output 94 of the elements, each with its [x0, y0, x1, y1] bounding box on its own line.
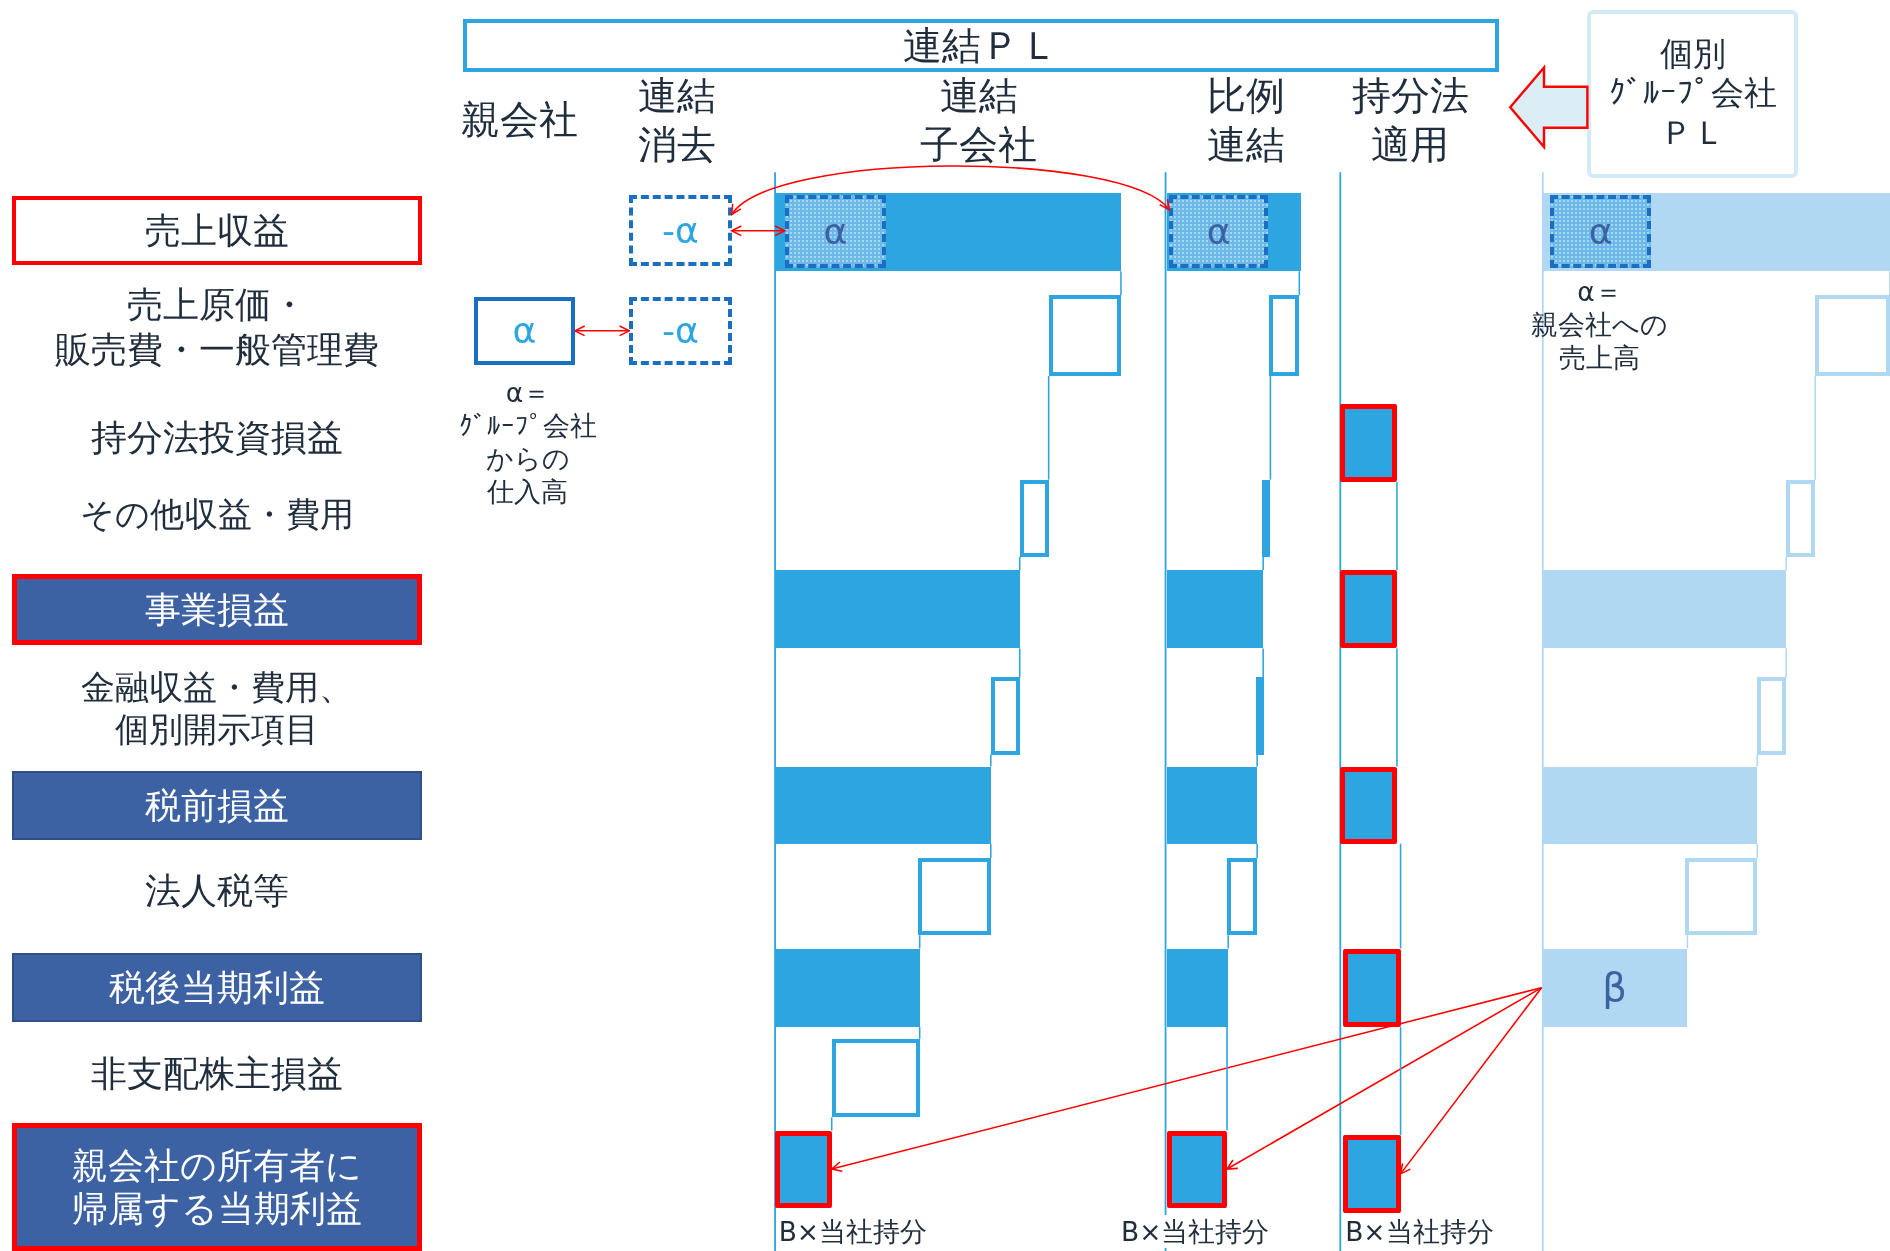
bar — [775, 570, 1020, 649]
connector-line — [1120, 270, 1122, 297]
title-box: 連結ＰＬ — [462, 19, 1500, 73]
bar — [1342, 948, 1401, 1027]
value-box: -α — [629, 195, 732, 267]
arrow — [830, 986, 1543, 1173]
row-box: 事業損益 — [12, 573, 422, 645]
connector-line — [830, 1116, 833, 1132]
value-box: α — [784, 195, 886, 268]
column-heading: 持分法適用 — [1350, 72, 1470, 169]
block-arrow — [1508, 64, 1589, 151]
panel-box: 個別ｸﾞﾙｰﾌﾟ会社ＰＬ — [1587, 9, 1799, 179]
bar — [1255, 677, 1264, 755]
connector-line — [1298, 270, 1301, 297]
row-box: 親会社の所有者に帰属する当期利益 — [12, 1123, 422, 1251]
connector-line — [1814, 375, 1816, 481]
row-box: 税前損益 — [12, 771, 422, 841]
row-label: 売上原価・販売費・一般管理費 — [53, 282, 380, 373]
column-heading: 連結消去 — [637, 72, 718, 169]
bar — [1166, 192, 1301, 272]
value-box: α — [1169, 195, 1268, 268]
bar — [1340, 766, 1397, 844]
bar — [1166, 1130, 1228, 1208]
connector-line — [1262, 556, 1264, 571]
bar — [1541, 192, 1890, 272]
row-box: 税後当期利益 — [12, 953, 422, 1023]
bar — [1262, 479, 1271, 557]
connector-line — [990, 753, 992, 768]
connector-line — [1018, 556, 1021, 571]
connector-line — [1256, 753, 1258, 768]
bar — [1342, 1135, 1401, 1213]
bar — [1166, 570, 1264, 649]
row-label: 持分法投資損益 — [89, 414, 344, 460]
bar — [1815, 295, 1890, 377]
column-heading: 比例連結 — [1206, 72, 1287, 169]
connector-line — [1785, 556, 1787, 571]
bar — [1340, 570, 1397, 649]
bar — [1757, 677, 1787, 755]
note-text: B×当社持分 — [1120, 1215, 1270, 1249]
bar — [1166, 766, 1258, 844]
note-text: α＝親会社への売上高 — [1530, 274, 1669, 375]
column-heading: 連結子会社 — [919, 72, 1039, 169]
bar — [1166, 948, 1229, 1027]
connector-line — [1262, 647, 1264, 679]
row-label: 法人税等 — [143, 867, 290, 914]
bar — [918, 858, 991, 936]
bar — [775, 948, 920, 1027]
bar — [1227, 858, 1258, 936]
bar — [1048, 295, 1121, 377]
arrow — [574, 325, 631, 337]
connector-line — [1686, 934, 1689, 950]
bar — [1786, 479, 1816, 557]
bar — [775, 1130, 832, 1208]
connector-line — [990, 842, 992, 859]
arrow — [1399, 986, 1543, 1175]
arrow — [730, 165, 1170, 216]
connector-line — [1889, 270, 1890, 297]
connector-line — [918, 1026, 921, 1040]
connector-line — [1756, 753, 1759, 768]
connector-line — [1396, 647, 1398, 768]
connector-line — [1396, 481, 1398, 571]
bar — [1019, 479, 1049, 557]
bar — [1269, 295, 1300, 377]
bar: β — [1541, 948, 1688, 1027]
row-label: 非支配株主損益 — [89, 1051, 344, 1097]
arrow — [730, 225, 786, 237]
bar — [831, 1039, 920, 1118]
value-box: -α — [629, 296, 732, 366]
bar — [775, 192, 1121, 272]
connector-line — [1785, 647, 1787, 679]
row-label: その他収益・費用 — [78, 494, 355, 537]
bar — [1685, 858, 1758, 936]
note-text: α＝ｸﾞﾙｰﾌﾟ会社からの仕入高 — [457, 376, 598, 509]
connector-line — [1756, 842, 1759, 859]
connector-line — [1399, 1026, 1402, 1137]
connector-line — [1399, 842, 1402, 950]
connector-line — [1047, 375, 1050, 481]
value-box: α — [1550, 195, 1652, 268]
row-box: 売上収益 — [12, 196, 422, 266]
connector-line — [1256, 842, 1258, 859]
connector-line — [1269, 375, 1272, 481]
connector-line — [1226, 1026, 1228, 1132]
connector-line — [1018, 647, 1021, 679]
arrow — [1226, 986, 1543, 1170]
bar — [1340, 403, 1397, 483]
column-heading: 親会社 — [460, 96, 579, 145]
connector-line — [1227, 934, 1229, 950]
bar — [990, 677, 1020, 755]
row-label: 金融収益・費用、個別開示項目 — [79, 666, 354, 751]
bar — [775, 766, 991, 844]
value-box: α — [473, 296, 575, 366]
connector-line — [918, 934, 921, 950]
bar — [1541, 766, 1758, 844]
bar — [1541, 570, 1787, 649]
